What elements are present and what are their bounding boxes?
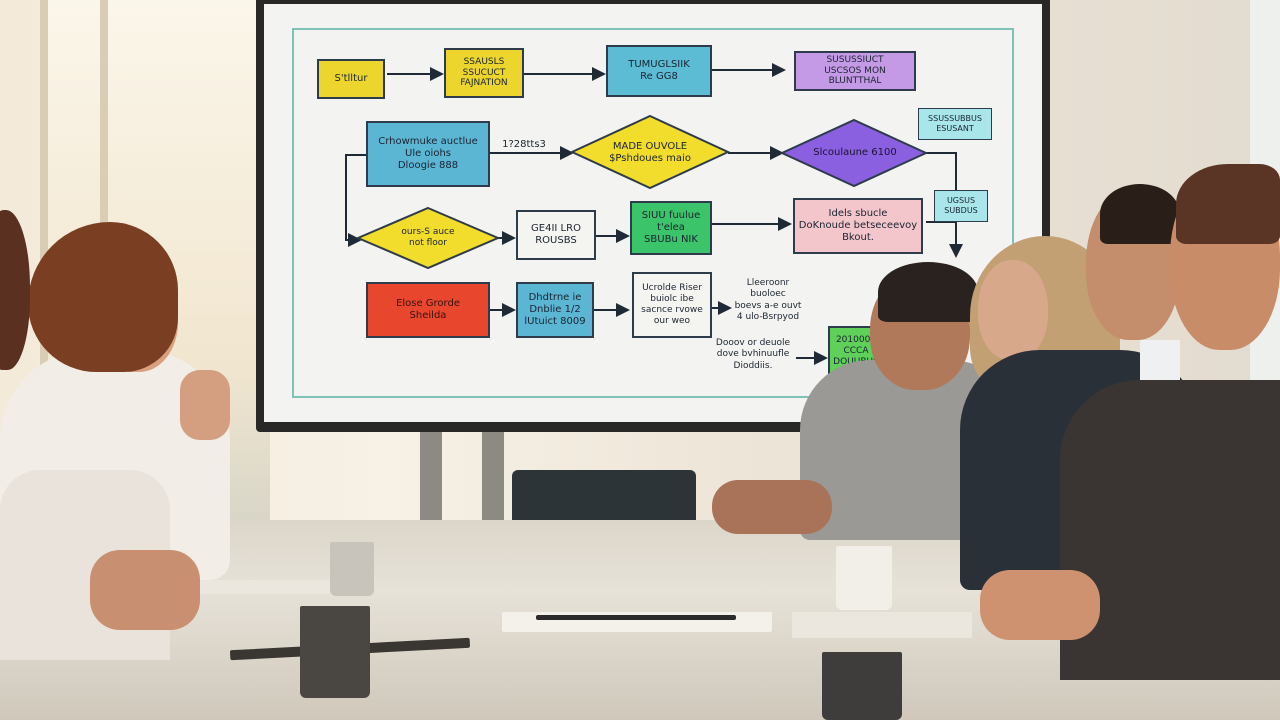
monitor-stand-leg	[420, 430, 442, 530]
flowchart-node: Crhowmuke auctlue Ule oiohs Dloogie 888	[366, 121, 490, 187]
flowchart-node: SSUSSUBBUS ESUSANT	[918, 108, 992, 140]
flowchart-node: Elose Grorde Sheilda	[366, 282, 490, 338]
flowchart-node: Idels sbucle DoKnoude betseceevoy Bkout.	[793, 198, 923, 254]
flowchart-node: S'tlltur	[317, 59, 385, 99]
flowchart-node: TUMUGLSIIK Re GG8	[606, 45, 712, 97]
decision-label: Slcoulaune 6100	[813, 147, 897, 158]
flowchart-node: UGSUS SUBDUS	[934, 190, 988, 222]
coffee-cup	[822, 652, 902, 720]
decision-label: MADE OUVOLE $Pshdoues maio	[609, 141, 691, 164]
flowchart-node: GE4II LRO ROUSBS	[516, 210, 596, 260]
paper-sheet	[792, 612, 972, 638]
annotation-text: Lleeroonr buoloec boevs a-e ouvt 4 ulo-B…	[734, 278, 802, 322]
decision-label: ours-S auce not floor	[401, 227, 455, 248]
flowchart-node: Dhdtrne ie Dnblie 1/2 lUtuict 8009	[516, 282, 594, 338]
annotation-text: Dooov or deuole dove bvhinuufle Dioddiis…	[715, 338, 791, 371]
flowchart-node: Ucrolde Riser buiolc ibe sacnce rvowe ou…	[632, 272, 712, 338]
flowchart-node: SIUU fuulue t'elea SBUBu NIK	[630, 201, 712, 255]
connector-label: 1?28tts3	[502, 139, 546, 150]
coffee-cup	[300, 606, 370, 698]
coffee-cup	[330, 542, 374, 596]
paper-sheet	[200, 580, 330, 594]
coffee-cup	[836, 546, 892, 610]
flowchart-frame	[292, 28, 1014, 398]
flowchart-node: SSAUSLS SSUCUCT FAJNATION	[444, 48, 524, 98]
monitor-stand-leg	[482, 430, 504, 530]
flowchart-node: SUSUSSIUCT USCSOS MON BLUNTTHAL	[794, 51, 916, 91]
pen	[536, 615, 736, 620]
